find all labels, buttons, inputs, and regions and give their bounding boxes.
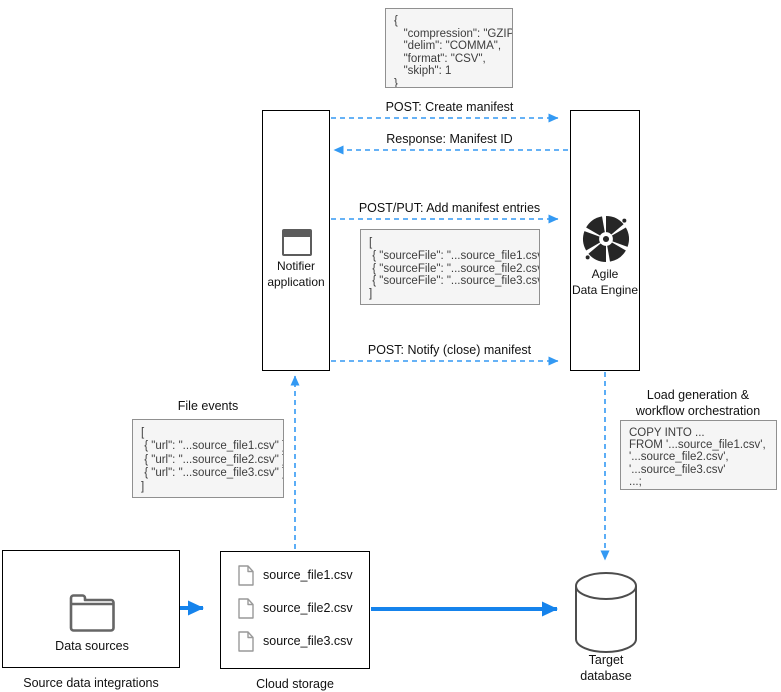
message-label-add-manifest-entries: POST/PUT: Add manifest entries xyxy=(358,201,541,215)
message-label-create-manifest: POST: Create manifest xyxy=(385,100,514,114)
database-cylinder-icon xyxy=(575,572,637,653)
agile-data-engine-label: Agile Data Engine xyxy=(571,267,639,297)
source-data-integrations-label: Source data integrations xyxy=(23,676,159,690)
aperture-icon xyxy=(583,216,629,262)
file-row: source_file3.csv xyxy=(238,630,353,652)
load-generation-title: Load generation & workflow orchestration xyxy=(635,388,761,418)
file-icon xyxy=(238,564,254,586)
file-events-title: File events xyxy=(177,399,239,413)
message-label-response-manifest-id: Response: Manifest ID xyxy=(386,132,513,146)
folder-icon xyxy=(69,594,115,632)
file-events-json-block: [ { "url": "...source_file1.csv" }, { "u… xyxy=(132,419,284,498)
message-label-notify-close-manifest: POST: Notify (close) manifest xyxy=(367,343,532,357)
file-name: source_file1.csv xyxy=(263,568,353,582)
file-name: source_file3.csv xyxy=(263,634,353,648)
manifest-entries-json-block: [ { "sourceFile": "...source_file1.csv" … xyxy=(360,229,540,305)
target-database-label: Target database xyxy=(580,653,632,683)
file-icon xyxy=(238,597,254,619)
file-icon xyxy=(238,630,254,652)
cloud-storage-label: Cloud storage xyxy=(256,677,334,691)
file-row: source_file1.csv xyxy=(238,564,353,586)
agile-data-engine-node: Agile Data Engine xyxy=(570,110,640,371)
notifier-application-label: Notifier application xyxy=(267,259,325,289)
copy-into-sql-block: COPY INTO ... FROM '...source_file1.csv'… xyxy=(620,420,777,490)
source-data-integrations-node: Data sources xyxy=(2,550,180,668)
file-name: source_file2.csv xyxy=(263,601,353,615)
cloud-storage-node: source_file1.csv source_file2.csv source… xyxy=(220,551,370,669)
data-sources-label: Data sources xyxy=(55,639,129,653)
manifest-options-json-block: { "compression": "GZIP", "delim": "COMMA… xyxy=(385,8,513,88)
file-row: source_file2.csv xyxy=(238,597,353,619)
notifier-application-node: Notifier application xyxy=(262,110,330,371)
window-icon xyxy=(282,229,312,256)
